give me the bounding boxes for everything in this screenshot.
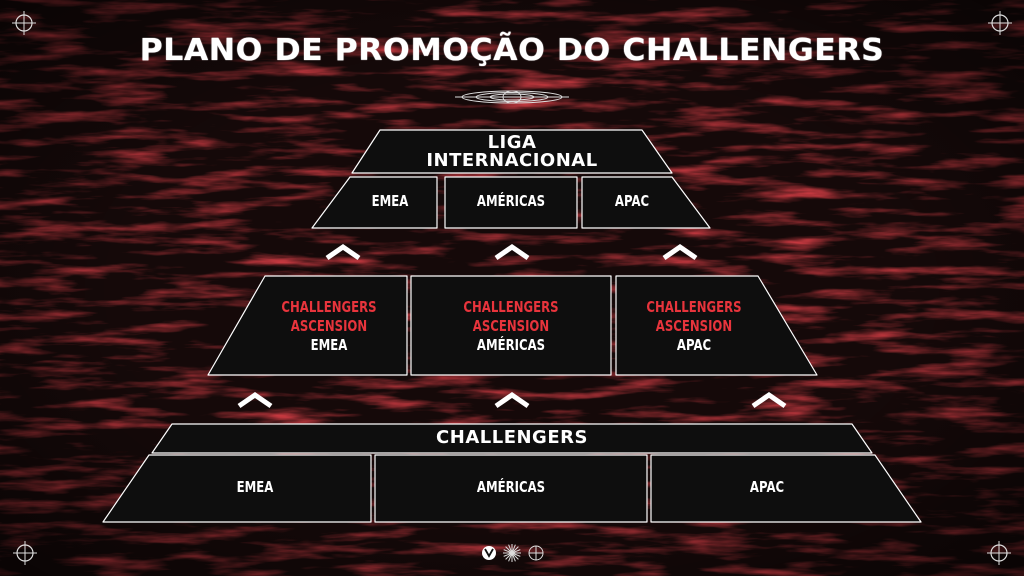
globe-logo-icon	[528, 545, 544, 561]
bottom-emea-label: EMEA	[236, 478, 274, 496]
bottom-emea-box	[102, 454, 372, 523]
bottom-apac-label: APAC	[749, 478, 785, 496]
chevron-up-icon	[494, 243, 530, 261]
crosshair-icon	[987, 541, 1011, 565]
chevron-up-icon	[494, 391, 530, 409]
crosshair-icon	[13, 541, 37, 565]
chevron-up-icon	[237, 391, 273, 409]
crosshair-icon	[988, 11, 1012, 35]
liga-internacional-header-box	[351, 129, 673, 174]
bottom-americas-box	[374, 454, 648, 523]
top-americas-box	[444, 176, 578, 229]
crosshair-icon	[12, 11, 36, 35]
liga-internacional-label: LIGA INTERNACIONAL	[426, 132, 598, 171]
chevron-up-icon	[662, 243, 698, 261]
mid-apac-box	[615, 275, 818, 376]
chevron-up-icon	[751, 391, 787, 409]
top-americas-label: AMÉRICAS	[476, 192, 546, 210]
mid-emea-box	[207, 275, 408, 376]
challengers-header-label: CHALLENGERS	[436, 427, 588, 448]
mid-americas-label: CHALLENGERS ASCENSION AMÉRICAS	[463, 298, 559, 354]
mid-americas-box	[410, 275, 612, 376]
bottom-americas-label: AMÉRICAS	[476, 478, 546, 496]
top-apac-box	[581, 176, 711, 229]
mid-emea-label: CHALLENGERS ASCENSION EMEA	[281, 298, 377, 354]
page-title: PLANO DE PROMOÇÃO DO CHALLENGERS	[139, 33, 885, 68]
top-apac-label: APAC	[614, 192, 650, 210]
top-emea-box	[311, 176, 438, 229]
chevron-up-icon	[325, 243, 361, 261]
sunburst-logo-icon	[503, 544, 521, 562]
vct-logo-icon	[482, 546, 496, 560]
ellipse-ornament-icon	[455, 90, 569, 104]
top-emea-label: EMEA	[371, 192, 409, 210]
mid-apac-label: CHALLENGERS ASCENSION APAC	[646, 298, 742, 354]
bottom-apac-box	[650, 454, 922, 523]
challengers-header-box	[151, 423, 873, 454]
